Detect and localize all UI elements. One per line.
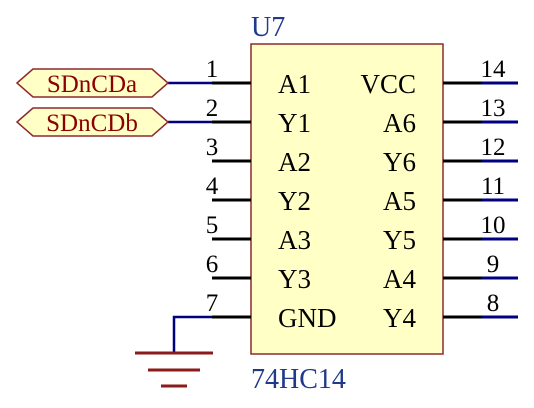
- pin-number: 8: [487, 290, 500, 317]
- right-pins: 14 VCC 13 A6 12 Y6 11 A5 10 Y5 9 A4 8 Y4: [360, 56, 518, 333]
- pin-number: 1: [206, 56, 219, 83]
- pin-13[interactable]: 13 A6: [383, 95, 518, 138]
- net-label-sdncdb[interactable]: SDnCDb: [15, 107, 170, 137]
- pin-5[interactable]: 5 A3: [206, 212, 311, 255]
- pin-name: A3: [278, 225, 311, 255]
- wire-ground[interactable]: [172, 315, 212, 352]
- pin-11[interactable]: 11 A5: [383, 173, 518, 216]
- pin-number: 10: [481, 212, 506, 239]
- net-label-shape: [15, 107, 170, 137]
- pin-number: 4: [206, 173, 219, 200]
- pin-2[interactable]: 2 Y1: [206, 95, 311, 138]
- pin-name: A6: [383, 108, 416, 138]
- pin-name: A5: [383, 186, 416, 216]
- pin-12[interactable]: 12 Y6: [383, 134, 518, 177]
- pin-number: 12: [481, 134, 506, 161]
- pin-name: Y4: [383, 303, 416, 333]
- pin-name: GND: [278, 303, 337, 333]
- pin-name: Y6: [383, 147, 416, 177]
- pin-10[interactable]: 10 Y5: [383, 212, 518, 255]
- pin-number: 7: [206, 290, 219, 317]
- pin-name: A2: [278, 147, 311, 177]
- pin-name: Y3: [278, 264, 311, 294]
- pin-9[interactable]: 9 A4: [383, 251, 518, 294]
- pin-name: A4: [383, 264, 416, 294]
- pin-name: Y2: [278, 186, 311, 216]
- pin-number: 13: [481, 95, 506, 122]
- pin-number: 9: [487, 251, 500, 278]
- pin-7[interactable]: 7 GND: [206, 290, 337, 333]
- ic-body[interactable]: [250, 43, 444, 355]
- net-label-text: SDnCDa: [47, 71, 137, 98]
- pin-name: Y5: [383, 225, 416, 255]
- net-label-shape: [15, 68, 170, 98]
- pin-number: 5: [206, 212, 219, 239]
- pin-number: 2: [206, 95, 219, 122]
- pin-8[interactable]: 8 Y4: [383, 290, 518, 333]
- pin-6[interactable]: 6 Y3: [206, 251, 311, 294]
- net-label-text: SDnCDb: [46, 110, 138, 137]
- pin-number: 14: [481, 56, 507, 83]
- pin-name: Y1: [278, 108, 311, 138]
- pin-number: 11: [481, 173, 505, 200]
- pin-number: 3: [206, 134, 219, 161]
- component-designator: U7: [251, 12, 285, 43]
- pin-14[interactable]: 14 VCC: [360, 56, 518, 99]
- left-pins: 1 A1 2 Y1 3 A2 4 Y2 5 A3 6 Y3 7 GND: [206, 56, 337, 333]
- component-part-number: 74HC14: [251, 364, 346, 395]
- pin-name: A1: [278, 69, 311, 99]
- net-label-sdncda[interactable]: SDnCDa: [15, 68, 170, 98]
- pin-1[interactable]: 1 A1: [206, 56, 311, 99]
- pin-4[interactable]: 4 Y2: [206, 173, 311, 216]
- pin-3[interactable]: 3 A2: [206, 134, 311, 177]
- pin-number: 6: [206, 251, 219, 278]
- ground-icon: [135, 351, 213, 388]
- pin-name: VCC: [360, 69, 416, 99]
